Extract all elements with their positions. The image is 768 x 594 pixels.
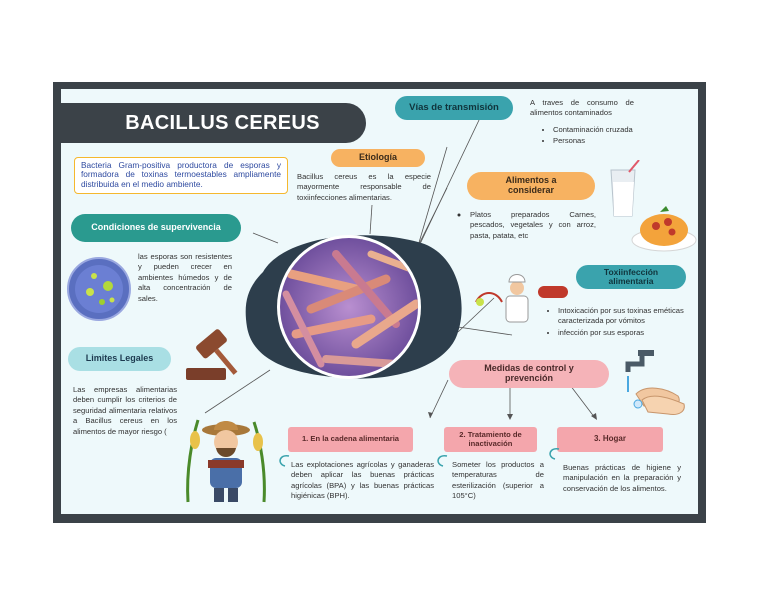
condiciones-label: Condiciones de supervivencia	[71, 214, 241, 242]
faucet-handwash-icon	[625, 350, 685, 415]
spaghetti-plate-icon	[631, 206, 697, 252]
farmer-icon	[186, 419, 266, 503]
step-3-label: 3. Hogar	[557, 427, 663, 452]
chef-icon	[475, 274, 568, 323]
vias-label: Vías de transmisión	[395, 96, 513, 120]
vias-text: A traves de consumo de alimentos contami…	[530, 98, 634, 118]
condiciones-text: las esporas son resistentes y pueden cre…	[138, 252, 232, 303]
milk-glass-icon	[610, 160, 640, 217]
alimentos-label: Alimentos a considerar	[467, 172, 595, 200]
toxiinfeccion-label: Toxiinfección alimentaria	[576, 265, 686, 289]
toxiinfeccion-item: Intoxicación por sus toxinas eméticas ca…	[558, 306, 698, 327]
etiologia-label: Etiología	[331, 149, 425, 167]
step-2-label: 2. Tratamiento de inactivación	[444, 427, 537, 452]
vias-item: Personas	[553, 136, 633, 146]
step-1-text: Las explotaciones agrícolas y ganaderas …	[291, 460, 434, 501]
etiologia-text: Bacillus cereus es la especie mayormente…	[297, 172, 431, 202]
bullet-icon	[457, 213, 461, 217]
limites-text: Las empresas alimentarias deben cumplir …	[73, 385, 177, 436]
medidas-label: Medidas de control y prevención	[449, 360, 609, 388]
step-2-text: Someter los productos a temperaturas de …	[452, 460, 544, 501]
step-3-text: Buenas prácticas de higiene y manipulaci…	[563, 463, 681, 493]
petri-dish-icon	[67, 257, 131, 321]
alimentos-text: Platos preparados Carnes, pescados, vege…	[470, 210, 596, 240]
toxiinfeccion-item: infección por sus esporas	[558, 328, 698, 338]
curl-arrow-icon	[279, 455, 290, 467]
step-1-label: 1. En la cadena alimentaria	[288, 427, 413, 452]
curl-arrow-icon	[549, 448, 560, 460]
page-title: BACILLUS CEREUS	[61, 103, 366, 143]
gavel-icon	[186, 329, 238, 380]
toxiinfeccion-list: Intoxicación por sus toxinas eméticas ca…	[548, 306, 698, 339]
bacteria-microscope-image	[277, 235, 421, 379]
vias-item: Contaminación cruzada	[553, 125, 633, 135]
vias-list: Contaminación cruzada Personas	[543, 125, 633, 148]
limites-label: Limites Legales	[68, 347, 171, 371]
curl-arrow-icon	[437, 455, 448, 467]
intro-definition: Bacteria Gram-positiva productora de esp…	[74, 157, 288, 194]
